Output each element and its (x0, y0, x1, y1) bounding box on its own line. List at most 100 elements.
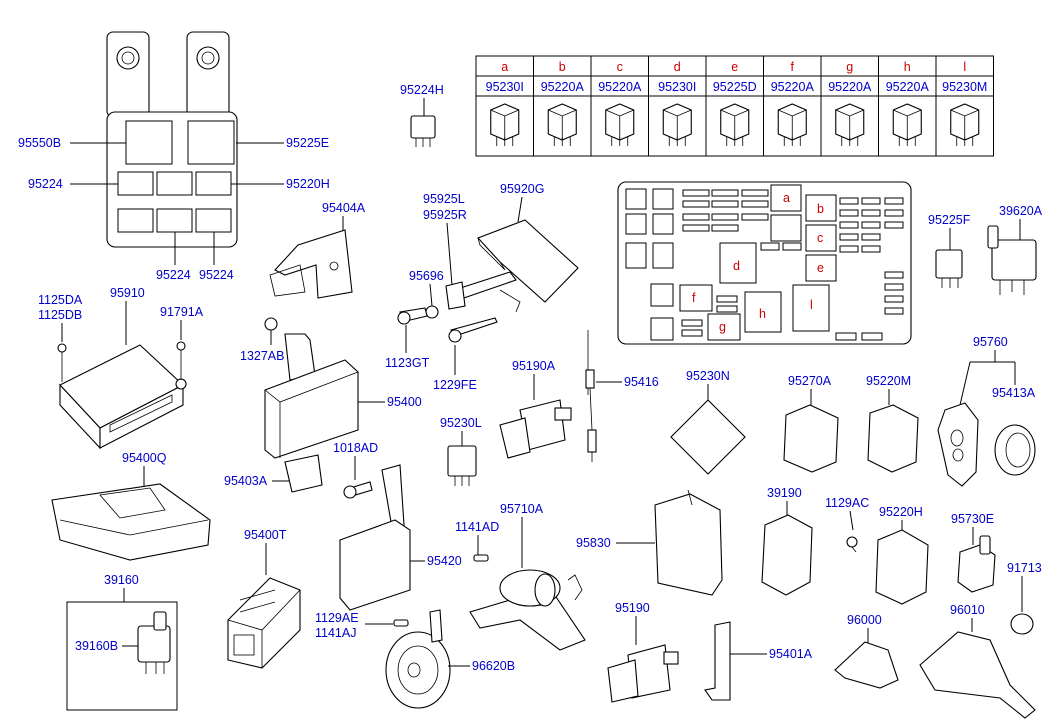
slot-b[interactable]: b (817, 202, 824, 216)
label-95710A[interactable]: 95710A (500, 502, 544, 516)
label-91713[interactable]: 91713 (1007, 561, 1042, 575)
relay-table-part[interactable]: 95220A (828, 80, 872, 94)
label-1141AD[interactable]: 1141AD (455, 520, 499, 534)
label-95925L[interactable]: 95925L (423, 192, 465, 206)
relay-95730E (957, 535, 996, 593)
label-95220H[interactable]: 95220H (286, 177, 330, 191)
relay-table-part[interactable]: 95230I (486, 80, 524, 94)
relay-table-part[interactable]: 95220A (771, 80, 815, 94)
relay-table-part[interactable]: 95220A (541, 80, 585, 94)
relay-table-part[interactable]: 95230M (942, 80, 987, 94)
module-95830 (654, 489, 723, 596)
relay-table-part[interactable]: 95220A (598, 80, 642, 94)
bracket-95401A (704, 621, 731, 701)
slot-l[interactable]: l (810, 298, 813, 312)
label-1141AJ[interactable]: 1141AJ (315, 626, 356, 640)
label-95910[interactable]: 95910 (110, 286, 145, 300)
switch-95190 (607, 644, 679, 703)
label-95730E[interactable]: 95730E (951, 512, 994, 526)
slot-d[interactable]: d (733, 259, 740, 273)
label-95190A[interactable]: 95190A (512, 359, 556, 373)
label-1123GT[interactable]: 1123GT (385, 356, 430, 370)
slot-g[interactable]: g (719, 320, 726, 334)
relay-39620A (987, 225, 1037, 295)
slot-h[interactable]: h (759, 307, 766, 321)
label-96620B[interactable]: 96620B (472, 659, 515, 673)
label-96000[interactable]: 96000 (847, 613, 882, 627)
clip-1229FE (448, 317, 498, 343)
label-95760[interactable]: 95760 (973, 335, 1008, 349)
label-95550B[interactable]: 95550B (18, 136, 61, 150)
label-1125DA[interactable]: 1125DA (38, 293, 83, 307)
label-95224H[interactable]: 95224H (400, 83, 444, 97)
relay-table-part[interactable]: 95220A (886, 80, 930, 94)
label-95400Q[interactable]: 95400Q (122, 451, 167, 465)
label-39160[interactable]: 39160 (104, 573, 139, 587)
slot-e[interactable]: e (817, 261, 824, 275)
label-39190[interactable]: 39190 (767, 486, 802, 500)
relay-table-letter: c (617, 60, 623, 74)
label-95225F[interactable]: 95225F (928, 213, 971, 227)
relay-table-part[interactable]: 95225D (713, 80, 757, 94)
label-95220H[interactable]: 95220H (879, 505, 923, 519)
horn-96620B (385, 609, 451, 709)
switch-95190A (499, 399, 572, 459)
label-95404A[interactable]: 95404A (322, 201, 366, 215)
label-95696[interactable]: 95696 (409, 269, 444, 283)
label-95920G[interactable]: 95920G (500, 182, 544, 196)
label-95925R[interactable]: 95925R (423, 208, 467, 222)
relay-39160B (137, 611, 171, 674)
antenna-95416 (585, 330, 597, 462)
module-95920G (445, 219, 579, 313)
relay-95225F (935, 249, 963, 288)
screw-1123GT (397, 307, 428, 325)
small-relay-95224H (410, 115, 436, 147)
label-95416[interactable]: 95416 (624, 375, 659, 389)
label-95400T[interactable]: 95400T (244, 528, 287, 542)
label-95224[interactable]: 95224 (156, 268, 191, 282)
label-1125DB[interactable]: 1125DB (38, 308, 82, 322)
relay-table-part[interactable]: 95230I (658, 80, 696, 94)
label-95190[interactable]: 95190 (615, 601, 650, 615)
label-95401A[interactable]: 95401A (769, 647, 813, 661)
label-95413A[interactable]: 95413A (992, 386, 1036, 400)
slot-c[interactable]: c (817, 231, 823, 245)
slot-a[interactable]: a (783, 191, 790, 205)
label-95830[interactable]: 95830 (576, 536, 611, 550)
label-1327AB[interactable]: 1327AB (240, 349, 284, 363)
label-39160B[interactable]: 39160B (75, 639, 118, 653)
label-1229FE[interactable]: 1229FE (433, 378, 477, 392)
slot-f[interactable]: f (692, 291, 696, 305)
label-95420[interactable]: 95420 (427, 554, 462, 568)
label-39620A[interactable]: 39620A (999, 204, 1043, 218)
label-95230N[interactable]: 95230N (686, 369, 730, 383)
label-95225E[interactable]: 95225E (286, 136, 329, 150)
relay-table: a95230Ib95220Ac95220Ad95230Ie95225Df9522… (475, 55, 994, 157)
main-relay-block (70, 31, 284, 265)
module-95400Q (51, 483, 211, 561)
label-95220M[interactable]: 95220M (866, 374, 911, 388)
cover-96000 (834, 641, 899, 689)
label-96010[interactable]: 96010 (950, 603, 985, 617)
part-95270A (783, 404, 839, 473)
label-95230L[interactable]: 95230L (440, 416, 482, 430)
bracket-right-terminal (186, 31, 230, 118)
label-1129AE[interactable]: 1129AE (315, 611, 359, 625)
bolt-1129AE (393, 619, 409, 627)
label-95270A[interactable]: 95270A (788, 374, 832, 388)
key-fob-95760 (937, 402, 979, 487)
bolt-1141AD (473, 554, 489, 562)
label-1018AD[interactable]: 1018AD (333, 441, 378, 455)
label-95400[interactable]: 95400 (387, 395, 422, 409)
module-95400T (227, 577, 301, 669)
part-95230N (670, 399, 746, 475)
part-95220H (875, 529, 929, 605)
plug-91713 (1010, 613, 1034, 635)
label-95224[interactable]: 95224 (28, 177, 63, 191)
label-95403A[interactable]: 95403A (224, 474, 268, 488)
label-95224[interactable]: 95224 (199, 268, 234, 282)
nut-left-icon (116, 46, 140, 70)
label-91791A[interactable]: 91791A (160, 305, 204, 319)
nut-right-icon (196, 46, 220, 70)
label-1129AC[interactable]: 1129AC (825, 496, 869, 510)
